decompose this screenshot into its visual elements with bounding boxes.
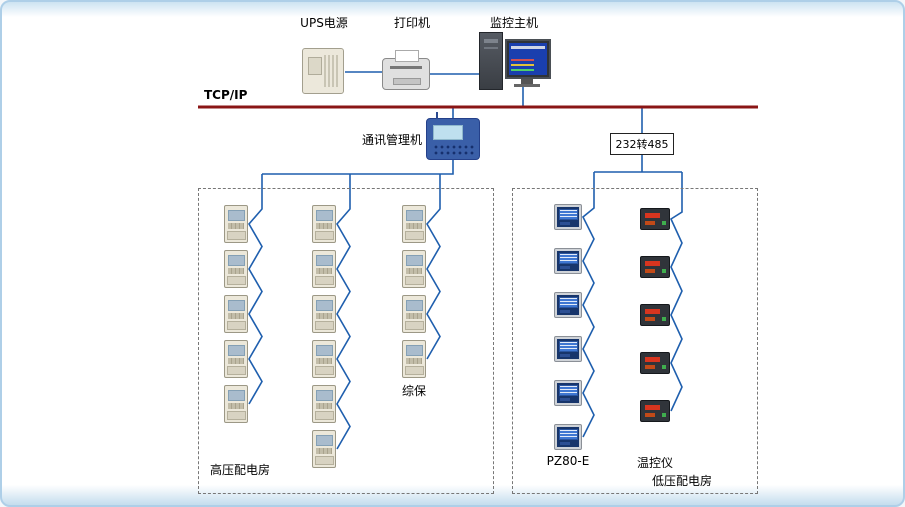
temp-controller-device bbox=[640, 208, 670, 230]
low-voltage-room-label: 低压配电房 bbox=[652, 474, 713, 488]
printer-device-icon bbox=[382, 50, 430, 90]
monitor-stand bbox=[521, 79, 533, 84]
printer-label: 打印机 bbox=[393, 16, 430, 30]
protection-relay-device bbox=[402, 295, 426, 333]
protection-relay-device bbox=[312, 340, 336, 378]
protection-relay-device bbox=[312, 295, 336, 333]
comm-manager-device-icon bbox=[426, 112, 480, 160]
protection-relay-device bbox=[312, 250, 336, 288]
protection-relay-device bbox=[312, 430, 336, 468]
temp-controller-device bbox=[640, 352, 670, 374]
temp-controller-device bbox=[640, 304, 670, 326]
protection-relay-device bbox=[224, 250, 248, 288]
pz80-meter-device bbox=[554, 292, 582, 318]
host-monitor-icon bbox=[505, 39, 551, 79]
monitor-base bbox=[514, 84, 540, 87]
zongbao-column-label: 综保 bbox=[401, 384, 426, 398]
temp-controller-column-label: 温控仪 bbox=[636, 456, 673, 470]
high-voltage-room-region bbox=[198, 188, 494, 494]
low-voltage-room-region bbox=[512, 188, 758, 494]
host-tower-icon bbox=[479, 32, 503, 90]
pz80-meter-device bbox=[554, 424, 582, 450]
protection-relay-device bbox=[312, 205, 336, 243]
protection-relay-device bbox=[312, 385, 336, 423]
protection-relay-device bbox=[224, 205, 248, 243]
tcpip-bus-label: TCP/IP bbox=[204, 88, 248, 102]
ups-label: UPS电源 bbox=[300, 16, 348, 30]
pz80-meter-device bbox=[554, 204, 582, 230]
temp-controller-device bbox=[640, 400, 670, 422]
protection-relay-device bbox=[224, 385, 248, 423]
pz80-column-label: PZ80-E bbox=[546, 454, 590, 468]
protection-relay-device bbox=[224, 340, 248, 378]
protection-relay-device bbox=[402, 340, 426, 378]
high-voltage-room-label: 高压配电房 bbox=[210, 463, 271, 477]
host-label: 监控主机 bbox=[489, 16, 538, 30]
pz80-meter-device bbox=[554, 380, 582, 406]
pz80-meter-device bbox=[554, 336, 582, 362]
comm-manager-label: 通讯管理机 bbox=[361, 133, 422, 147]
protection-relay-device bbox=[402, 250, 426, 288]
converter-label: 232转485 bbox=[615, 138, 669, 151]
converter-232-485-box: 232转485 bbox=[610, 133, 674, 155]
protection-relay-device bbox=[402, 205, 426, 243]
ups-device-icon bbox=[302, 48, 344, 94]
temp-controller-device bbox=[640, 256, 670, 278]
pz80-meter-device bbox=[554, 248, 582, 274]
protection-relay-device bbox=[224, 295, 248, 333]
